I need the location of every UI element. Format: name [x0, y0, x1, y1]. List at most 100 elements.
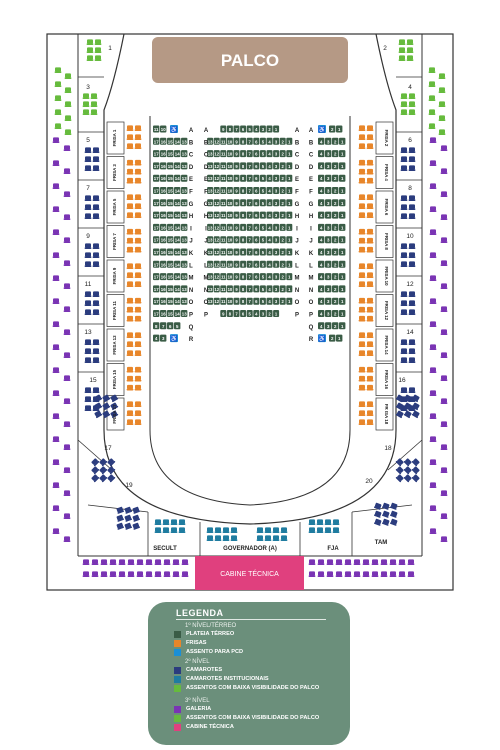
gallery-chair	[429, 436, 437, 442]
row-letter-left-outer-P: P	[189, 313, 193, 319]
seat-center-F-6	[253, 187, 260, 194]
seat-center-A-4	[253, 125, 260, 133]
seat-right-G-3	[325, 199, 332, 207]
chair-back	[440, 287, 448, 289]
seat-num-center-I-9: 9	[235, 225, 238, 230]
row-letter-left-N: N	[204, 288, 208, 294]
seat-num-center-O-9: 9	[235, 299, 238, 304]
chair-seat	[127, 401, 133, 406]
gallery-chair	[429, 413, 437, 419]
seat-num-left-G-14: 14	[175, 201, 180, 206]
gallery-chair	[429, 183, 437, 189]
gallery-chair	[440, 513, 448, 519]
chair-back	[403, 476, 410, 483]
box-chair	[403, 466, 412, 475]
gallery-chair	[63, 444, 71, 450]
chair-back	[400, 199, 408, 201]
seat-left-F-16	[160, 187, 167, 194]
legend-item-plateia: PLATEIA TÉRREO	[174, 630, 234, 638]
chair-seat	[215, 535, 221, 540]
chair-back	[134, 129, 142, 131]
chair-back	[126, 354, 134, 356]
seat-num-center-I-1: 1	[288, 225, 291, 230]
box-chair	[107, 466, 116, 475]
institutional-chair	[206, 535, 214, 541]
gallery-chair	[407, 571, 415, 577]
chair-back	[353, 563, 361, 565]
chair-back	[126, 336, 134, 338]
chair-back	[126, 405, 134, 407]
seat-num-right-C-1: 1	[341, 152, 344, 157]
row-letter-right-outer-P: P	[309, 313, 313, 319]
seat-num-center-K-9: 9	[235, 250, 238, 255]
chair-back	[82, 105, 90, 107]
chair-seat	[309, 527, 315, 532]
seat-center-N-5	[259, 285, 266, 293]
chair-seat	[430, 137, 436, 142]
gallery-chair	[440, 352, 448, 358]
seat-center-I-5	[259, 223, 266, 231]
seat-left-R-4	[153, 334, 160, 342]
seat-center-C-1	[286, 150, 293, 158]
seat-left-K-17	[153, 248, 160, 256]
chair-back	[429, 302, 437, 304]
chair-back	[400, 361, 408, 363]
chair-seat	[93, 339, 99, 344]
chair-back	[126, 423, 134, 425]
chair-seat	[401, 213, 407, 218]
seat-left-N-15	[167, 285, 174, 293]
seat-num-right-I-1: 1	[341, 225, 344, 230]
chair-back	[52, 302, 60, 304]
box-chair	[411, 458, 420, 467]
seat-center-O-5	[259, 297, 266, 305]
box-chair	[408, 243, 416, 249]
frisa-left-label: FRISA 1	[112, 129, 117, 146]
box-number-11: 11	[85, 281, 92, 288]
box-chair	[84, 396, 92, 402]
chair-seat	[64, 168, 70, 173]
chair-seat	[367, 384, 373, 390]
seat-num-right-B-2: 2	[334, 139, 337, 144]
seat-num-center-C-6: 6	[255, 152, 258, 157]
chair-back	[366, 129, 374, 131]
chair-seat	[179, 527, 185, 532]
chair-back	[332, 531, 340, 533]
box-chair	[400, 195, 408, 201]
chair-seat	[399, 39, 405, 44]
chair-back	[400, 304, 408, 306]
frisa-chair	[126, 237, 134, 244]
chair-back	[134, 267, 142, 269]
chair-back	[440, 448, 448, 450]
box-chair	[99, 466, 108, 475]
chair-seat	[95, 55, 101, 60]
frisa-chair	[358, 246, 366, 253]
gallery-chair	[440, 214, 448, 220]
chair-back	[440, 425, 448, 427]
seat-num-center-L-1: 1	[288, 262, 291, 267]
chair-back	[86, 51, 94, 53]
row-letter-left-outer-E: E	[189, 177, 193, 183]
seat-num-left-B-16: 16	[161, 139, 166, 144]
box-chair	[124, 506, 133, 514]
chair-seat	[430, 183, 436, 188]
chair-seat	[372, 571, 378, 576]
seat-num-center-K-12: 12	[214, 250, 219, 255]
row-letter-left-K: K	[204, 251, 209, 257]
chair-back	[134, 172, 142, 175]
chair-seat	[182, 571, 188, 576]
label-governor: GOVERNADOR (A)	[223, 546, 277, 552]
chair-seat	[53, 183, 59, 188]
chair-seat	[85, 387, 91, 392]
chair-seat	[325, 527, 331, 532]
wheelchair-icon: ♿	[170, 126, 178, 134]
seat-center-N-6	[253, 285, 260, 293]
seat-right-D-3	[325, 162, 332, 170]
chair-seat	[137, 571, 143, 576]
seat-num-center-H-5: 5	[262, 213, 265, 218]
seat-num-center-P-1: 1	[275, 312, 278, 317]
seat-center-H-5	[259, 211, 266, 219]
green-chair	[438, 73, 446, 79]
seat-center-G-4	[266, 199, 273, 207]
frisa-right-box	[375, 294, 394, 327]
seat-center-O-13	[207, 297, 214, 305]
